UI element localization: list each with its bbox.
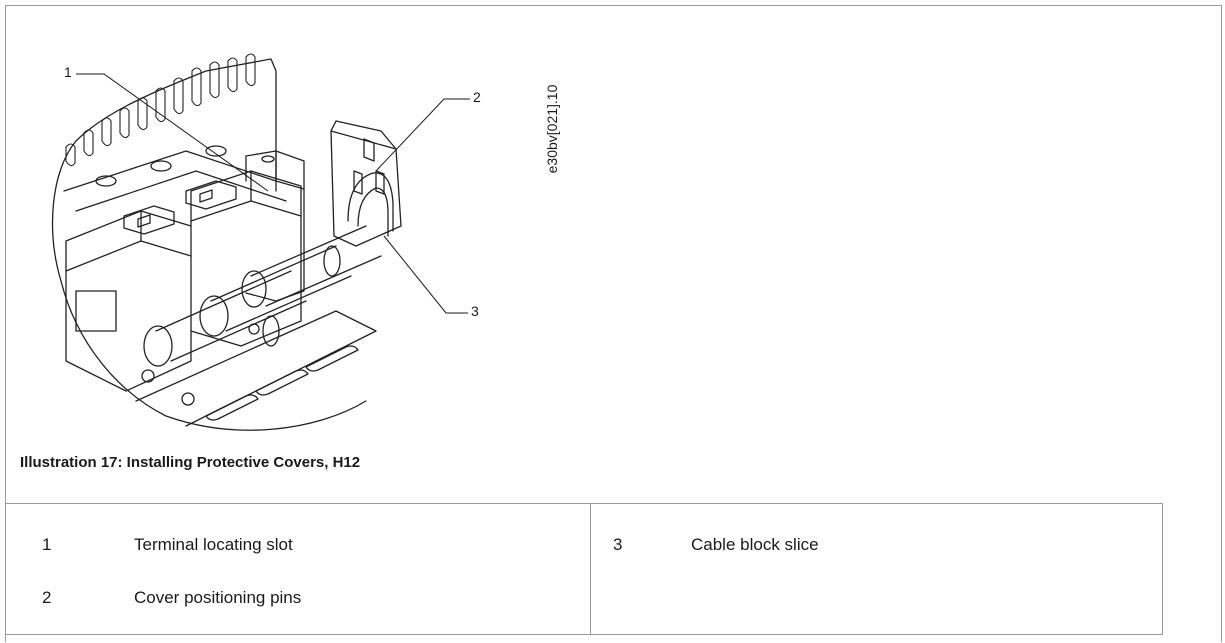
terminal-cover-drawing [51,53,470,431]
legend-item: 2 Cover positioning pins [6,586,590,610]
legend-item-label: Cover positioning pins [134,588,302,607]
legend-item: 1 Terminal locating slot [6,533,590,557]
technical-illustration: 1 2 3 e30bv[021].10 [36,31,560,441]
legend-item-label: Cable block slice [691,535,819,554]
legend-item-label: Terminal locating slot [134,535,293,554]
legend-item-number: 3 [613,535,623,554]
callout-3: 3 [471,303,479,319]
figure-caption: Illustration 17: Installing Protective C… [20,454,361,471]
legend-column-right: 3 Cable block slice [590,503,1163,635]
legend-item-number: 2 [42,588,52,607]
legend-item-number: 1 [42,535,52,554]
figure-frame: 1 2 3 e30bv[021].10 Illustration 17: Ins… [5,5,1222,642]
callout-2: 2 [473,89,481,105]
figure-code: e30bv[021].10 [544,84,560,174]
legend-table: 1 Terminal locating slot 2 Cover positio… [5,503,1163,635]
legend-item: 3 Cable block slice [591,533,1162,557]
callout-1: 1 [64,64,72,80]
legend-column-left: 1 Terminal locating slot 2 Cover positio… [5,503,591,635]
